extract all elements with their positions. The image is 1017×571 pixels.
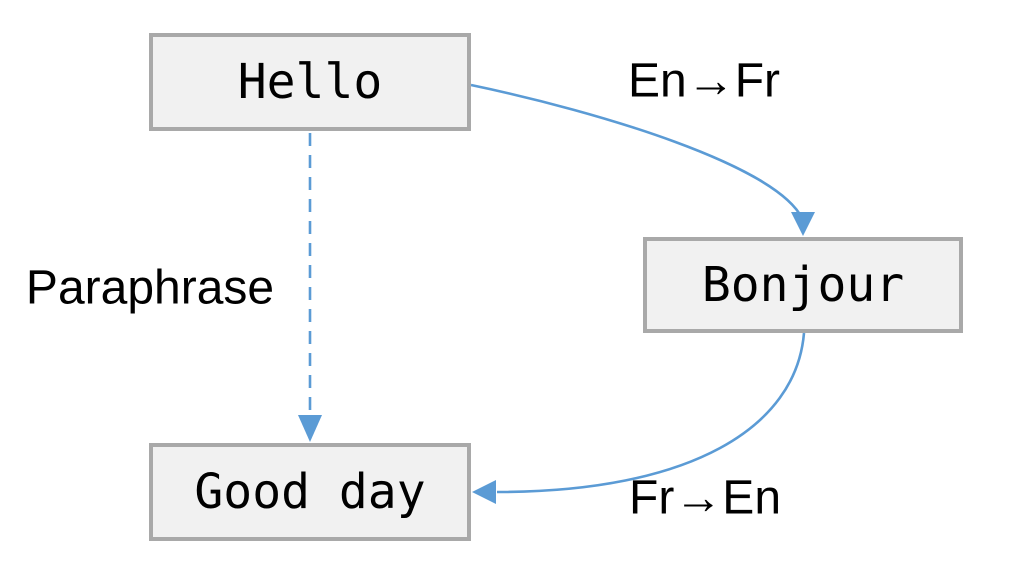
arrowhead-paraphrase (298, 415, 322, 442)
edge-label-fr-to-en: Fr→En (628, 471, 782, 525)
node-bonjour-label: Bonjour (701, 257, 905, 313)
edge-label-paraphrase: Paraphrase (25, 261, 275, 315)
node-hello: Hello (149, 33, 471, 131)
edge-en-to-fr (470, 83, 804, 219)
arrowhead-fr-to-en (472, 480, 496, 504)
edge-label-en-to-fr: En→Fr (627, 54, 781, 108)
node-hello-label: Hello (237, 54, 383, 110)
node-good-day: Good day (149, 443, 471, 541)
node-bonjour: Bonjour (643, 237, 963, 333)
arrowhead-en-to-fr (791, 212, 815, 236)
node-good-day-label: Good day (194, 464, 426, 520)
edge-fr-to-en (496, 332, 806, 494)
